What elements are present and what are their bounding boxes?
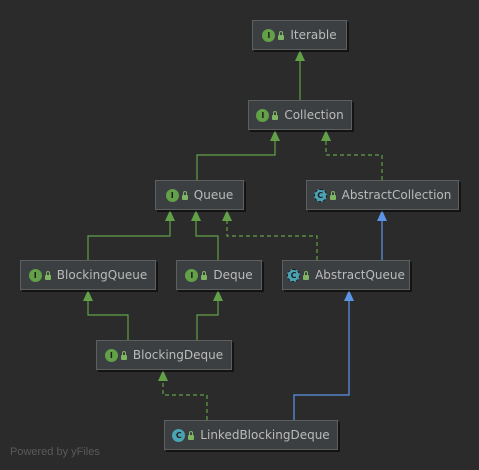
- edge-abstractqueue-to-abstractcollection: [377, 210, 387, 260]
- abstract-class-icon: C: [313, 188, 327, 202]
- interface-icon: I: [104, 348, 118, 362]
- arrowhead-icon: [158, 370, 168, 381]
- arrowhead-icon: [83, 290, 93, 301]
- node-abstractcollection[interactable]: C AbstractCollection: [306, 180, 459, 210]
- node-queue[interactable]: I Queue: [155, 180, 244, 210]
- edge-blockingdeque-to-blockingqueue: [83, 290, 129, 340]
- interface-icon: I: [185, 268, 199, 282]
- lock-icon: [329, 191, 336, 200]
- node-label: BlockingQueue: [56, 268, 148, 282]
- arrowhead-icon: [344, 290, 354, 301]
- interface-icon: I: [165, 188, 179, 202]
- arrowhead-icon: [165, 210, 175, 221]
- interface-icon: I: [28, 268, 42, 282]
- node-label: AbstractQueue: [315, 268, 405, 282]
- arrowhead-icon: [213, 290, 223, 301]
- lock-icon: [120, 351, 127, 360]
- interface-icon: I: [256, 108, 270, 122]
- edge-line: [162, 381, 208, 420]
- edge-blockingdeque-to-deque: [196, 290, 223, 340]
- lock-icon: [278, 31, 285, 40]
- node-abstractqueue[interactable]: C AbstractQueue: [282, 260, 410, 290]
- node-label: Deque: [213, 268, 253, 282]
- node-deque[interactable]: I Deque: [176, 260, 262, 290]
- edge-line: [226, 221, 318, 260]
- node-label: BlockingDeque: [132, 348, 224, 362]
- edge-queue-to-collection: [196, 130, 280, 180]
- arrowhead-icon: [222, 210, 232, 221]
- node-label: Collection: [284, 108, 344, 122]
- lock-icon: [272, 111, 279, 120]
- edge-collection-to-iterable: [295, 50, 305, 100]
- node-label: Iterable: [290, 28, 337, 42]
- edge-deque-to-queue: [191, 210, 219, 260]
- arrowhead-icon: [321, 130, 331, 141]
- node-iterable[interactable]: I Iterable: [252, 20, 347, 50]
- powered-by-footer: Powered by yFiles: [10, 446, 100, 458]
- node-blockingqueue[interactable]: I BlockingQueue: [20, 260, 156, 290]
- lock-icon: [44, 271, 51, 280]
- interface-icon: I: [262, 28, 276, 42]
- lock-icon: [188, 431, 195, 440]
- arrowhead-icon: [295, 50, 305, 61]
- edge-abstractcollection-to-collection: [321, 130, 383, 180]
- edge-line: [293, 301, 350, 420]
- arrowhead-icon: [270, 130, 280, 141]
- edge-line: [196, 301, 219, 340]
- lock-icon: [181, 191, 188, 200]
- edge-line: [196, 141, 276, 180]
- edge-linkedblockingdeque-to-blockingdeque: [158, 370, 208, 420]
- abstract-class-icon: C: [287, 268, 301, 282]
- node-label: AbstractCollection: [341, 188, 452, 202]
- lock-icon: [201, 271, 208, 280]
- edge-line: [325, 141, 383, 180]
- edge-line: [87, 301, 129, 340]
- edge-line: [195, 221, 219, 260]
- node-collection[interactable]: I Collection: [248, 100, 352, 130]
- node-label: LinkedBlockingDeque: [200, 428, 330, 442]
- class-icon: C: [172, 428, 186, 442]
- node-blockingdeque[interactable]: I BlockingDeque: [96, 340, 232, 370]
- node-label: Queue: [193, 188, 234, 202]
- lock-icon: [303, 271, 310, 280]
- arrowhead-icon: [377, 210, 387, 221]
- arrowhead-icon: [191, 210, 201, 221]
- edge-line: [87, 221, 171, 260]
- edge-abstractqueue-to-queue: [222, 210, 318, 260]
- edge-blockingqueue-to-queue: [87, 210, 175, 260]
- edge-linkedblockingdeque-to-abstractqueue: [293, 290, 354, 420]
- node-linkedblockingdeque[interactable]: C LinkedBlockingDeque: [164, 420, 338, 450]
